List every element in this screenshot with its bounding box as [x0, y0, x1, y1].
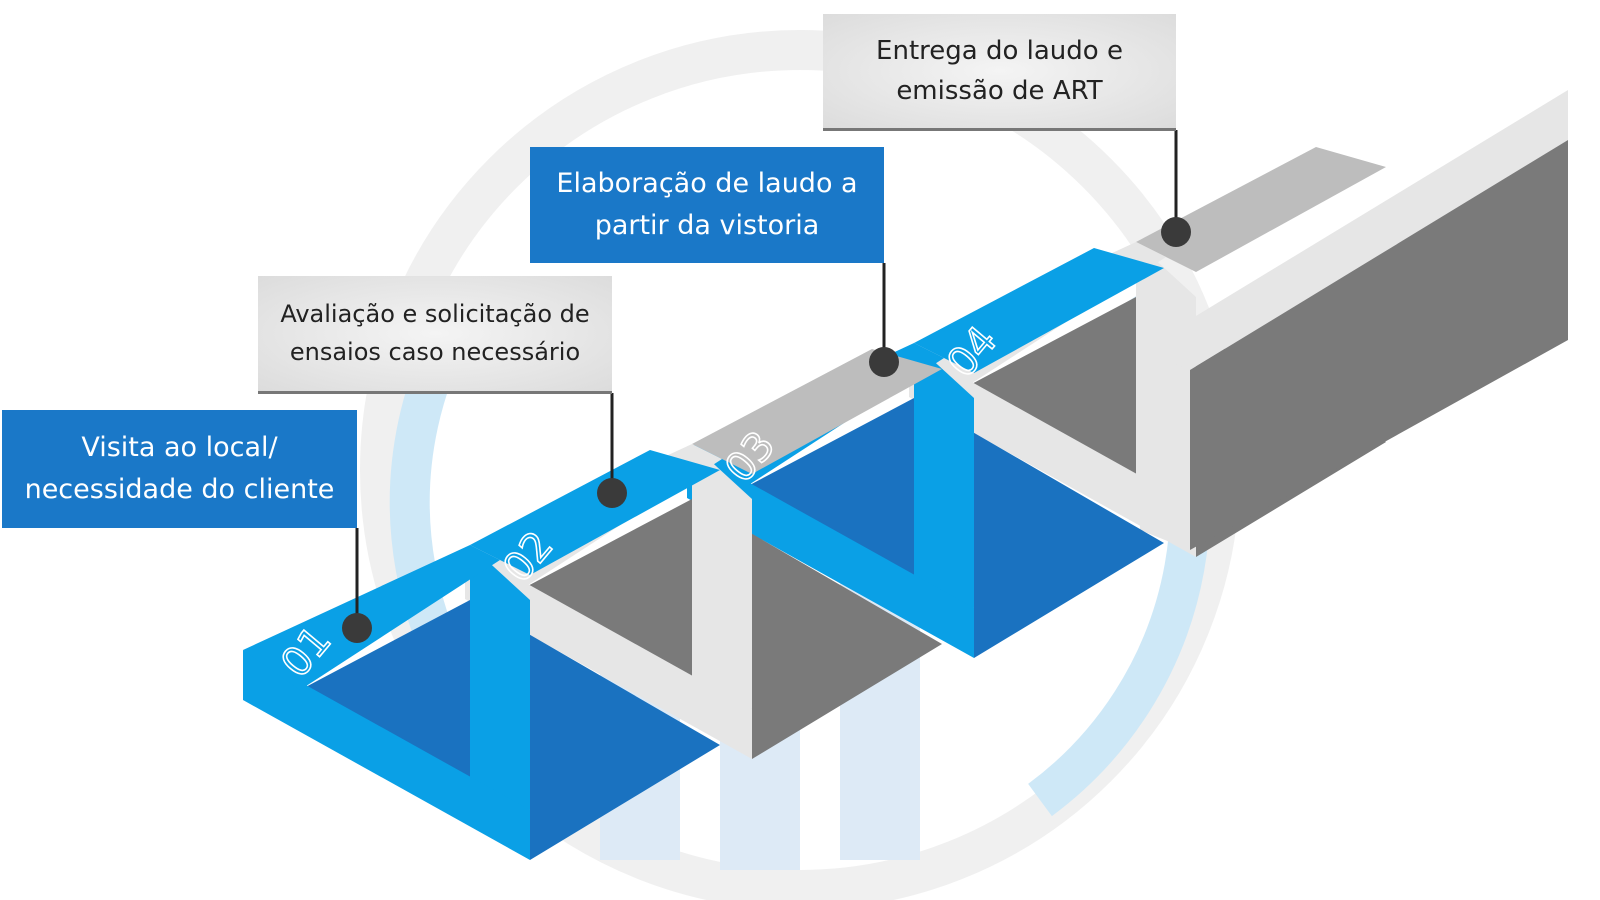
step-04-label: Entrega do laudo e emissão de ART	[823, 14, 1176, 131]
connector-lines	[355, 130, 1178, 628]
step-03-label-line1: Elaboração de laudo a	[556, 168, 858, 200]
step-3-inner-face	[914, 343, 974, 608]
step-1-back-face	[470, 450, 720, 575]
step-04-label-line1: Entrega do laudo e	[876, 35, 1123, 66]
step-2-back-face	[692, 349, 942, 474]
step-1-inner-face	[470, 545, 530, 810]
step-01-label-line2: necessidade do cliente	[24, 474, 335, 505]
step-01-label-line1: Visita ao local/	[81, 432, 278, 464]
step-2-inner-face	[692, 444, 752, 709]
step-04-label-line2: emissão de ART	[896, 76, 1103, 106]
step-4-left-face	[909, 347, 1196, 557]
step-02-marker-dot	[597, 478, 627, 508]
step-4-extension-face	[1190, 140, 1568, 550]
step-4-extension-face	[1140, 350, 1190, 550]
step-4-back-face	[1136, 147, 1386, 272]
step-1-block	[243, 450, 720, 860]
step-2-left-face	[465, 549, 752, 759]
step-02-label-line2: ensaios caso necessário	[289, 337, 581, 366]
step-1-topband-face	[243, 545, 500, 690]
step-01-label: Visita ao local/necessidade do cliente	[2, 410, 357, 528]
step-3-left-face	[687, 448, 974, 658]
step-4-extension-face	[1140, 90, 1568, 370]
step-01-marker-dot	[342, 613, 372, 643]
step-3-back-face	[914, 248, 1164, 373]
step-03-label: Elaboração de laudo a partir da vistoria	[530, 147, 884, 263]
step-02-label-line1: Avaliação e solicitação de	[280, 300, 590, 329]
step-03-marker-dot	[869, 347, 899, 377]
step-03-label-line2: partir da vistoria	[594, 210, 820, 241]
step-1-left-face	[243, 650, 530, 860]
step-04-marker-dot	[1161, 217, 1191, 247]
step-02-label: Avaliação e solicitação de ensaios caso n…	[258, 276, 612, 394]
